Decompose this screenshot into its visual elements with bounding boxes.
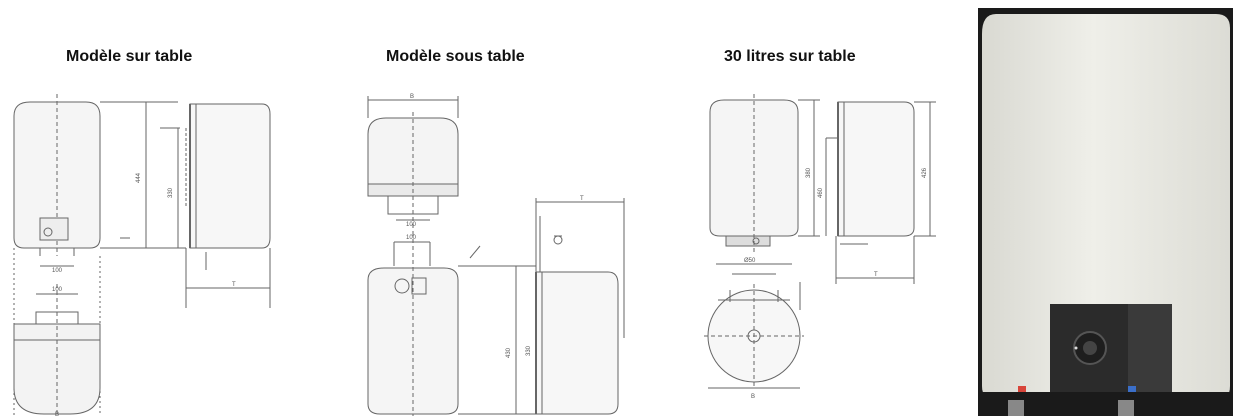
hot-pipe [1008,400,1024,416]
dim-p1-spacing: 100 [52,268,63,274]
title-30-litres-sur-table: 30 litres sur table [724,48,856,65]
diagram-sous-table: B 100 100 430 330 T [367,94,625,416]
heater-body [982,14,1230,400]
dim-p2-spacing: 100 [406,222,417,228]
diagram-30-litres: 380 460 426 Ø50 B T [704,94,936,400]
product-photo [978,8,1233,416]
dim-p1-bottom-spacing: 100 [52,287,63,293]
dim-p2-depth-label: T [580,196,584,202]
dim-p2-height: 430 [506,347,512,358]
side-view-tank-30l [837,101,915,237]
dim-p3-side: 426 [922,167,928,178]
dim-p3-diam: Ø50 [744,258,756,264]
title-modele-sur-table: Modèle sur table [66,48,193,65]
dim-p3-height: 380 [806,167,812,178]
dim-p3-inner: 460 [818,187,824,198]
dim-p2-spacing-lower: 100 [406,235,417,241]
dim-p1-inner: 330 [168,187,174,198]
side-view-tank-2 [535,271,619,415]
cold-pipe-marker [1128,386,1136,392]
hot-pipe-marker [1018,386,1026,392]
diagram-sur-table: 444 330 100 100 B T [13,94,271,416]
dim-p1-width-label: B [55,412,59,416]
dim-p2-inner: 330 [526,345,532,356]
cold-pipe [1118,400,1134,416]
dim-p3-width-label: B [751,394,755,400]
dim-p1-height: 444 [136,172,142,183]
dim-p3-depth-label: T [874,272,878,278]
dim-p1-depth-label: T [232,282,236,288]
dim-p2-width-label: B [410,94,414,100]
side-view-tank [189,103,271,249]
title-modele-sous-table: Modèle sous table [386,48,525,65]
control-box [39,217,69,241]
